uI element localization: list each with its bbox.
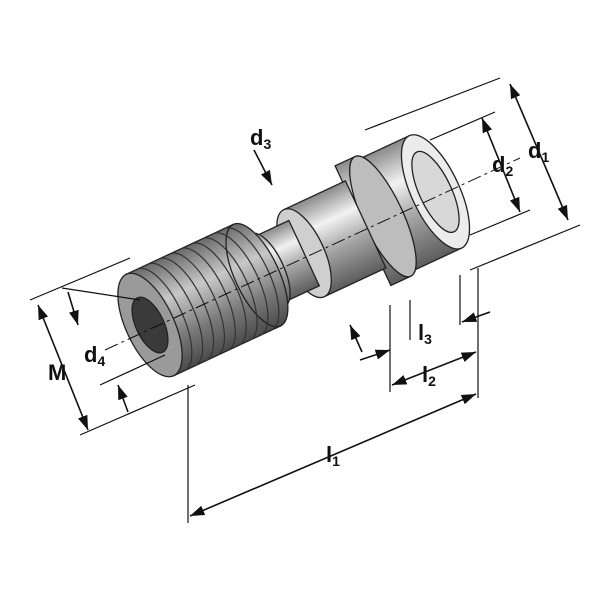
thread-crest xyxy=(191,242,247,346)
thread-crest xyxy=(136,267,193,372)
label-d1: d1 xyxy=(528,138,549,165)
label-d2: d2 xyxy=(492,152,513,179)
thread-crest xyxy=(202,237,258,341)
flange xyxy=(334,155,417,287)
thread-crest xyxy=(223,227,280,331)
center-line xyxy=(104,157,521,351)
thread-crest xyxy=(180,247,236,351)
thread-crest xyxy=(158,257,215,362)
pull-stud-part xyxy=(117,134,471,378)
label-l3: l3 xyxy=(418,320,432,347)
thread-crest xyxy=(169,252,226,357)
dimension-lines xyxy=(29,77,581,523)
head xyxy=(363,134,471,271)
label-l2: l2 xyxy=(422,362,436,389)
thread xyxy=(117,222,289,378)
label-d3: d3 xyxy=(250,125,271,152)
label-M: M xyxy=(48,360,66,385)
thread-crest xyxy=(147,262,204,367)
label-l1: l1 xyxy=(326,442,340,469)
label-d4: d4 xyxy=(84,342,105,369)
